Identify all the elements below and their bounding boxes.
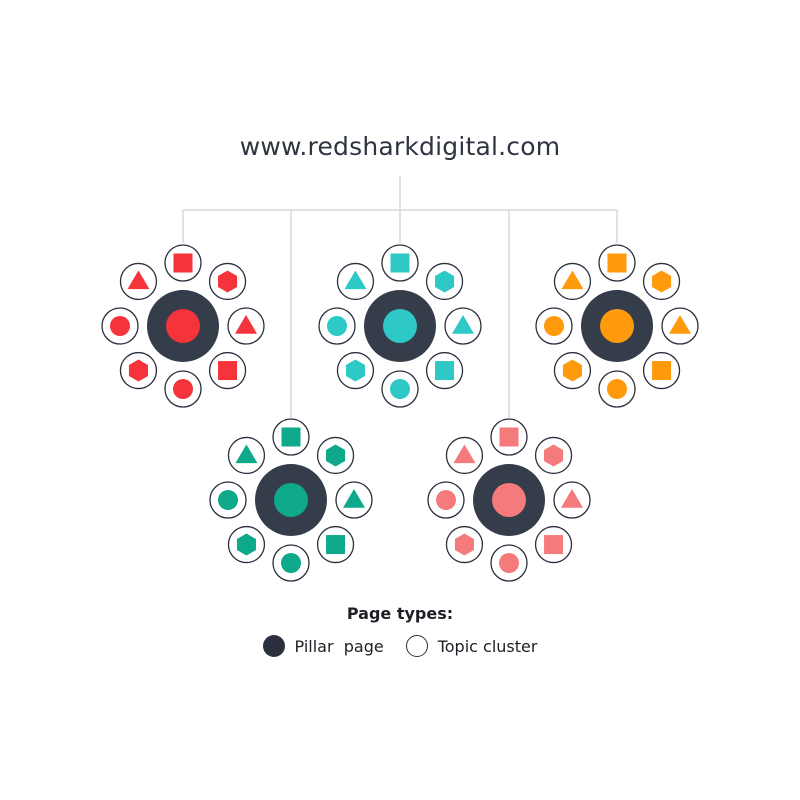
legend-title: Page types:	[346, 604, 454, 623]
square-icon	[435, 361, 455, 381]
triangle-icon	[561, 489, 583, 508]
square-icon	[652, 361, 672, 381]
hexagon-icon	[236, 533, 256, 556]
circle-icon	[281, 553, 301, 573]
pillar-core-3	[600, 309, 634, 343]
triangle-icon	[235, 444, 258, 464]
triangle-icon	[127, 270, 150, 290]
domain-title: www.redsharkdigital.com	[239, 132, 561, 161]
square-icon	[173, 253, 193, 273]
circle-icon	[327, 316, 347, 336]
triangle-icon	[453, 444, 476, 464]
square-icon	[281, 427, 301, 447]
square-icon	[218, 361, 238, 381]
hexagon-icon	[218, 270, 238, 293]
pillar-core-5	[492, 483, 526, 517]
circle-icon	[607, 379, 627, 399]
triangle-icon	[344, 270, 367, 290]
triangle-icon	[235, 315, 257, 334]
triangle-icon	[343, 489, 365, 508]
circle-icon	[390, 379, 410, 399]
square-icon	[390, 253, 410, 273]
triangle-icon	[561, 270, 584, 290]
square-icon	[607, 253, 627, 273]
legend-item-cluster: Topic cluster	[405, 635, 538, 657]
hexagon-icon	[454, 533, 474, 556]
hexagon-icon	[544, 444, 564, 467]
square-icon	[544, 535, 564, 555]
pillar-swatch-icon	[262, 635, 285, 657]
legend-label-pillar: Pillar page	[294, 636, 384, 656]
hexagon-icon	[345, 359, 365, 382]
circle-icon	[499, 553, 519, 573]
legend-label-cluster: Topic cluster	[437, 636, 538, 656]
circle-icon	[173, 379, 193, 399]
hexagon-icon	[652, 270, 672, 293]
pillar-core-1	[166, 309, 200, 343]
circle-icon	[218, 490, 238, 510]
circle-icon	[110, 316, 130, 336]
legend: Pillar page Topic cluster	[0, 635, 800, 657]
circle-icon	[436, 490, 456, 510]
cluster-swatch-icon	[405, 635, 428, 657]
pillar-core-4	[274, 483, 308, 517]
triangle-icon	[669, 315, 691, 334]
hexagon-icon	[562, 359, 582, 382]
hexagon-icon	[435, 270, 455, 293]
hexagon-icon	[326, 444, 346, 467]
hexagon-icon	[128, 359, 148, 382]
pillar-core-2	[383, 309, 417, 343]
square-icon	[499, 427, 519, 447]
triangle-icon	[452, 315, 474, 334]
legend-item-pillar: Pillar page	[262, 635, 384, 657]
square-icon	[326, 535, 346, 555]
circle-icon	[544, 316, 564, 336]
